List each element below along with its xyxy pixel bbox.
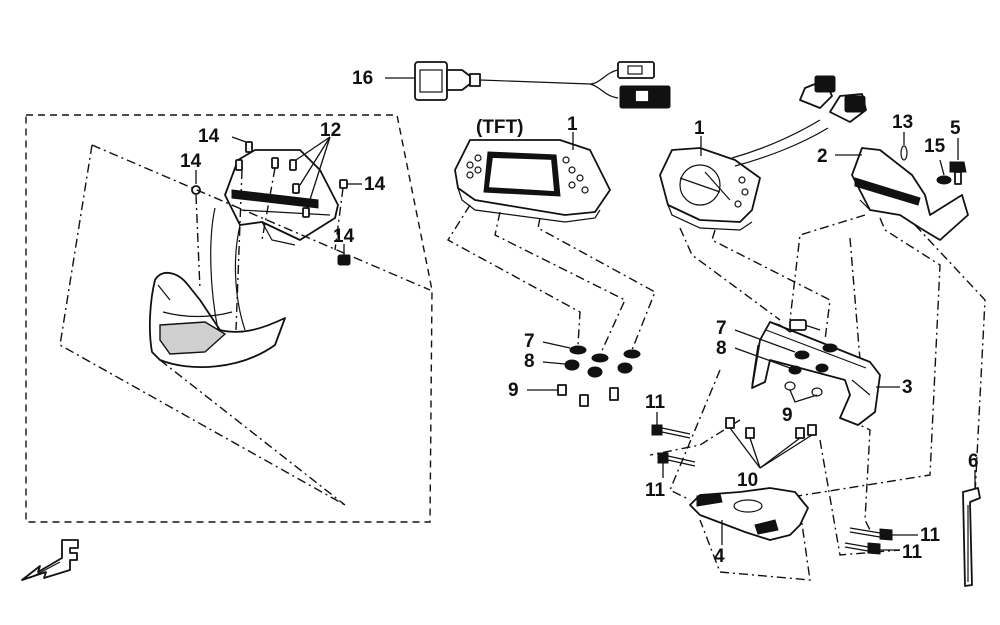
bolts-11-left: 11 11 — [645, 392, 696, 501]
callout-9: 9 — [508, 380, 519, 401]
callout-14: 14 — [180, 151, 202, 172]
callout-7: 7 — [716, 318, 727, 339]
callout-13: 13 — [892, 112, 913, 133]
meter-assembly: 1 — [659, 75, 867, 231]
callout-7: 7 — [524, 331, 535, 352]
callout-11: 11 — [920, 525, 941, 546]
callout-1: 1 — [694, 118, 705, 139]
callout-8: 8 — [524, 351, 535, 372]
meter-bracket: 3 — [751, 319, 913, 426]
callout-6: 6 — [968, 451, 979, 472]
callout-11: 11 — [902, 542, 923, 563]
tft-label: (TFT) — [476, 117, 523, 138]
callout-12: 12 — [320, 120, 341, 141]
callout-9: 9 — [782, 405, 793, 426]
lower-bracket: 4 — [689, 487, 809, 567]
cable-tie: 6 — [962, 451, 981, 587]
callout-14: 14 — [364, 174, 386, 195]
meter-visor: 2 — [817, 146, 969, 241]
fasteners-7-8-9-10-right: 7 8 9 10 — [716, 318, 838, 491]
callout-15: 15 — [924, 136, 946, 157]
callout-14: 14 — [333, 226, 355, 247]
callout-10: 10 — [737, 470, 758, 491]
callout-3: 3 — [902, 377, 913, 398]
front-cover — [148, 271, 286, 368]
callout-11: 11 — [645, 392, 666, 413]
assembly-lines-left — [59, 144, 431, 506]
fasteners-7-8-9-left: 7 8 9 — [508, 331, 641, 407]
front-arrow-icon — [21, 539, 79, 581]
assembly-lines-tft — [447, 204, 656, 356]
assembly-lines-right — [649, 214, 986, 581]
callout-1: 1 — [567, 114, 578, 135]
tft-meter: 1 (TFT) — [454, 114, 611, 223]
left-callouts: 14 14 14 14 12 — [180, 120, 386, 255]
fasteners-5-13-15: 13 15 5 — [892, 112, 967, 185]
callout-11: 11 — [645, 480, 666, 501]
callout-2: 2 — [817, 146, 828, 167]
callout-5: 5 — [950, 118, 961, 139]
bolts-11-right: 11 11 — [844, 525, 941, 563]
windscreen-assembly-boundary — [25, 114, 433, 523]
callout-4: 4 — [714, 546, 725, 567]
wiring-harness: 16 — [352, 61, 671, 109]
callout-14: 14 — [198, 126, 220, 147]
callout-8: 8 — [716, 338, 727, 359]
windscreen-bracket — [210, 149, 339, 331]
callout-16: 16 — [352, 68, 373, 89]
